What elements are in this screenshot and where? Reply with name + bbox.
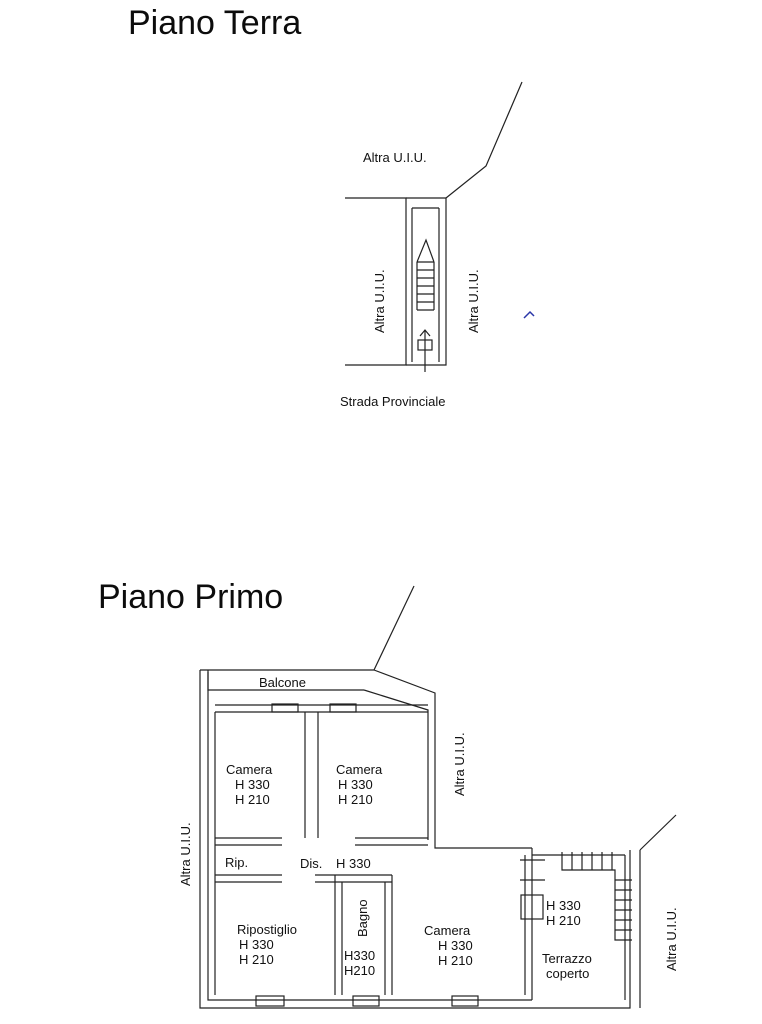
terrace-heights: H 330 H 210 [546,898,581,928]
first-east-wall [373,669,532,849]
room-camera-2: Camera H 330 H 210 [336,762,383,807]
first-floor-plan [199,585,677,1009]
ground-floor-title: Piano Terra [128,4,302,42]
terrace-stair [561,852,632,941]
ground-entrance-arrow [417,329,433,372]
ink-mark [523,310,535,319]
ground-stair-corridor [406,197,447,366]
room-ripostiglio: Ripostiglio H 330 H 210 [237,922,297,967]
room-camera-3: Camera H 330 H 210 [424,923,473,968]
room-camera-1: Camera H 330 H 210 [226,762,273,807]
first-boundary-diagonal [373,585,415,671]
dis-label: Dis. [300,856,323,871]
room-bagno-heights: H330 H210 [344,948,376,978]
terrace-label: Terrazzo coperto [542,951,592,981]
bagno-label: Bagno [355,899,370,937]
balcony-label: Balcone [259,675,306,690]
ground-stair [416,238,435,311]
first-outer-wall [207,670,532,1001]
rip-label: Rip. [225,855,249,870]
ground-left-boundary [345,197,407,366]
first-right-neighbor-label: Altra U.I.U. [664,907,679,971]
ground-top-neighbor-label: Altra U.I.U. [363,150,427,165]
ground-right-neighbor-label: Altra U.I.U. [466,269,481,333]
dis-height-label: H 330 [336,856,371,871]
windows [255,703,545,1007]
first-left-neighbor-label: Altra U.I.U. [178,822,193,886]
first-middle-neighbor-label: Altra U.I.U. [452,732,467,796]
ground-boundary-diagonal [445,81,523,199]
ground-left-neighbor-label: Altra U.I.U. [372,269,387,333]
ground-floor-plan [345,81,523,372]
first-floor-title: Piano Primo [98,578,284,616]
road-label: Strada Provinciale [340,394,446,409]
